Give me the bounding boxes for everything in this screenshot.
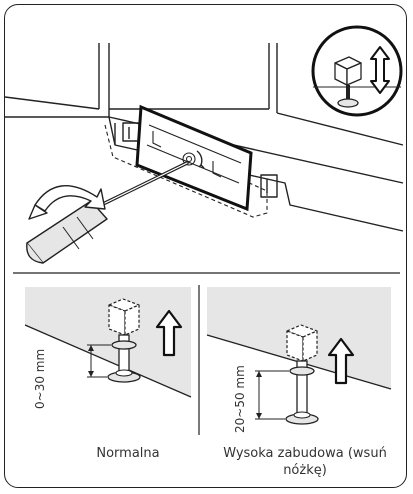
normal-range-label: 0~30 mm bbox=[33, 348, 47, 409]
adjustment-detail bbox=[146, 124, 242, 184]
up-arrow-icon bbox=[327, 337, 355, 385]
diagram-frame: 0~30 mm 20~50 mm Normalna Wysoka zabudow… bbox=[4, 4, 407, 488]
up-down-arrow-icon bbox=[370, 46, 390, 94]
high-leg-panel bbox=[206, 287, 392, 425]
normal-leg-panel bbox=[24, 287, 192, 398]
normal-caption: Normalna bbox=[96, 446, 160, 461]
illustration bbox=[5, 25, 404, 435]
up-arrow-icon bbox=[155, 309, 183, 357]
screwdriver-icon bbox=[26, 161, 189, 264]
rotate-arrow-icon bbox=[34, 185, 106, 212]
high-caption: Wysoka zabudowa (wsuń nóżkę) bbox=[223, 446, 387, 478]
high-range-label: 20~50 mm bbox=[233, 365, 247, 433]
adjustment-box bbox=[135, 104, 253, 212]
panel-outline bbox=[104, 124, 268, 218]
zoom-circle bbox=[311, 25, 403, 117]
